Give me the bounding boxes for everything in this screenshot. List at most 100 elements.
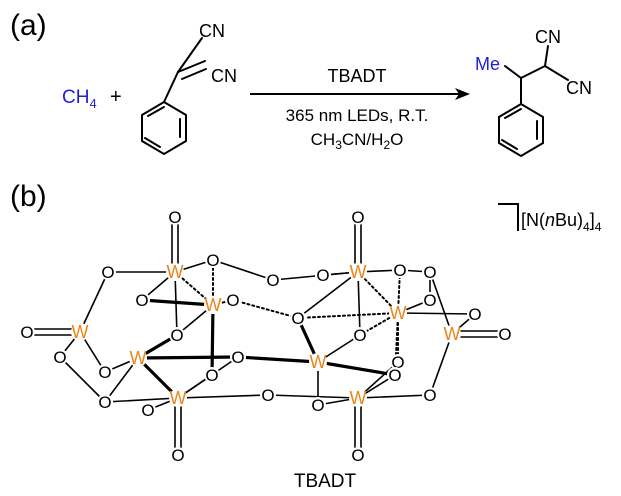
atom-background-W10: [349, 389, 367, 407]
atom-background-W3: [71, 323, 89, 341]
atom-background-Oc: [265, 272, 281, 288]
oxygen-atom-Oc: O: [266, 271, 279, 290]
atom-background-Ov: [260, 387, 276, 403]
oxygen-atom-Ok: O: [353, 326, 366, 345]
oxygen-atom-Og: O: [135, 291, 148, 310]
tungsten-atom-W7: W: [390, 303, 407, 323]
oxygen-atom-Oe: O: [393, 261, 406, 280]
tungsten-atom-W6: W: [350, 262, 367, 282]
atom-background-Ox: [387, 367, 403, 383]
atom-background-Ol: [422, 292, 438, 308]
atom-background-Of: [422, 264, 438, 280]
bond-W4-Os: [104, 357, 139, 403]
cn-right-label: CN: [211, 66, 237, 86]
atom-background-W4: [129, 349, 147, 367]
bond-On-Os: [59, 356, 106, 403]
atom-background-W6: [349, 263, 367, 281]
counterion-bracket: [498, 203, 519, 231]
oxygen-atom-Oa: O: [101, 263, 114, 282]
reaction-arrow: [250, 88, 470, 100]
dashed-bond-Oi-Oj: [232, 299, 299, 319]
oxygen-atom-Om: O: [468, 305, 481, 324]
oxygen-atom-Od: O: [316, 266, 329, 285]
product-cn-right-label: CN: [566, 78, 592, 98]
atom-background-Oa: [100, 264, 116, 280]
dashed-bond-Oj-W7: [297, 312, 399, 319]
bond-W10-Or: [357, 394, 431, 399]
tungsten-atom-W10: W: [350, 388, 367, 408]
tungsten-atom-W2: W: [205, 295, 222, 315]
atom-background-Ow: [310, 397, 326, 413]
bond-W6-Oj: [297, 271, 359, 319]
atom-background-Ou: [204, 367, 220, 383]
bond-Os-W5: [104, 397, 179, 403]
bold-bond-W4-Op: [136, 355, 240, 360]
oxygen-atom-Or: O: [423, 386, 436, 405]
cluster-bonds: [26, 216, 506, 456]
tungsten-atom-W3: W: [72, 322, 89, 342]
atom-background-Ot1: [167, 209, 183, 225]
panel-b-label: (b): [10, 180, 47, 213]
atom-background-Or: [422, 387, 438, 403]
methane-label: CH4: [62, 87, 97, 111]
atom-background-Oi: [225, 292, 241, 308]
atom-background-W8: [443, 325, 461, 343]
atom-background-Ot3: [19, 324, 35, 340]
atom-background-W2: [204, 296, 222, 314]
bond-Ob-Oc: [212, 259, 274, 281]
atom-background-Oo: [97, 364, 113, 380]
atom-background-Oj: [290, 310, 306, 326]
atom-background-Ot8: [497, 326, 513, 342]
atom-background-Ot6: [350, 209, 366, 225]
atom-background-W7: [389, 304, 407, 322]
atom-background-Ot10: [350, 447, 366, 463]
oxygen-atom-Ov: O: [261, 386, 274, 405]
bold-bond-W2-Ou: [210, 303, 215, 377]
atom-background-Od: [315, 267, 331, 283]
oxygen-atom-Ox: O: [388, 366, 401, 385]
oxygen-atom-Oh: O: [170, 326, 183, 345]
oxygen-atom-Op: O: [231, 348, 244, 367]
atom-background-W1: [166, 263, 184, 281]
oxygen-atom-Ot10: O: [351, 446, 364, 465]
atom-background-Om: [467, 306, 483, 322]
oxygen-atom-Os: O: [98, 393, 111, 412]
bond-W5-Ov: [177, 394, 269, 399]
bold-bond-Op-W9: [236, 355, 320, 364]
oxygen-atom-Of: O: [423, 263, 436, 282]
atom-background-On: [52, 349, 68, 365]
atom-background-Ok: [352, 327, 368, 343]
bond-Oa-W3: [79, 271, 109, 333]
product-structure: [498, 45, 569, 158]
oxygen-atom-Oi: O: [226, 291, 239, 310]
product-cn-top-label: CN: [535, 27, 561, 47]
oxygen-atom-On: O: [53, 348, 66, 367]
atom-background-Op: [230, 349, 246, 365]
conditions-label: 365 nm LEDs, R.T.: [286, 106, 429, 125]
atom-background-Oh: [169, 327, 185, 343]
oxygen-atom-Ot8: O: [498, 325, 511, 344]
atom-background-Oe: [392, 262, 408, 278]
atom-background-Ob: [205, 252, 221, 268]
bold-bond-W4-W5: [136, 356, 180, 400]
oxygen-atom-Ol: O: [423, 291, 436, 310]
bond-W6-Ok: [357, 271, 361, 336]
tungsten-atom-W5: W: [170, 388, 187, 408]
bond-Of-W8: [429, 271, 453, 335]
counterion-label: [N(nBu)4]4: [521, 210, 602, 234]
tungsten-atom-W9: W: [310, 352, 327, 372]
bold-bond-W9-Ox: [316, 360, 397, 377]
atom-background-Ot: [140, 402, 156, 418]
tungsten-atom-W4: W: [130, 348, 147, 368]
dashed-bond-W6-W7: [357, 271, 399, 314]
atom-background-W5: [169, 389, 187, 407]
cluster-caption: TBADT: [294, 471, 357, 492]
tungsten-atom-W1: W: [167, 262, 184, 282]
oxygen-atom-Oo: O: [98, 363, 111, 382]
cn-top-label: CN: [199, 21, 225, 41]
oxygen-atom-Ow: O: [311, 396, 324, 415]
atom-background-Os: [97, 394, 113, 410]
bold-bond-W2-Og: [140, 298, 215, 307]
